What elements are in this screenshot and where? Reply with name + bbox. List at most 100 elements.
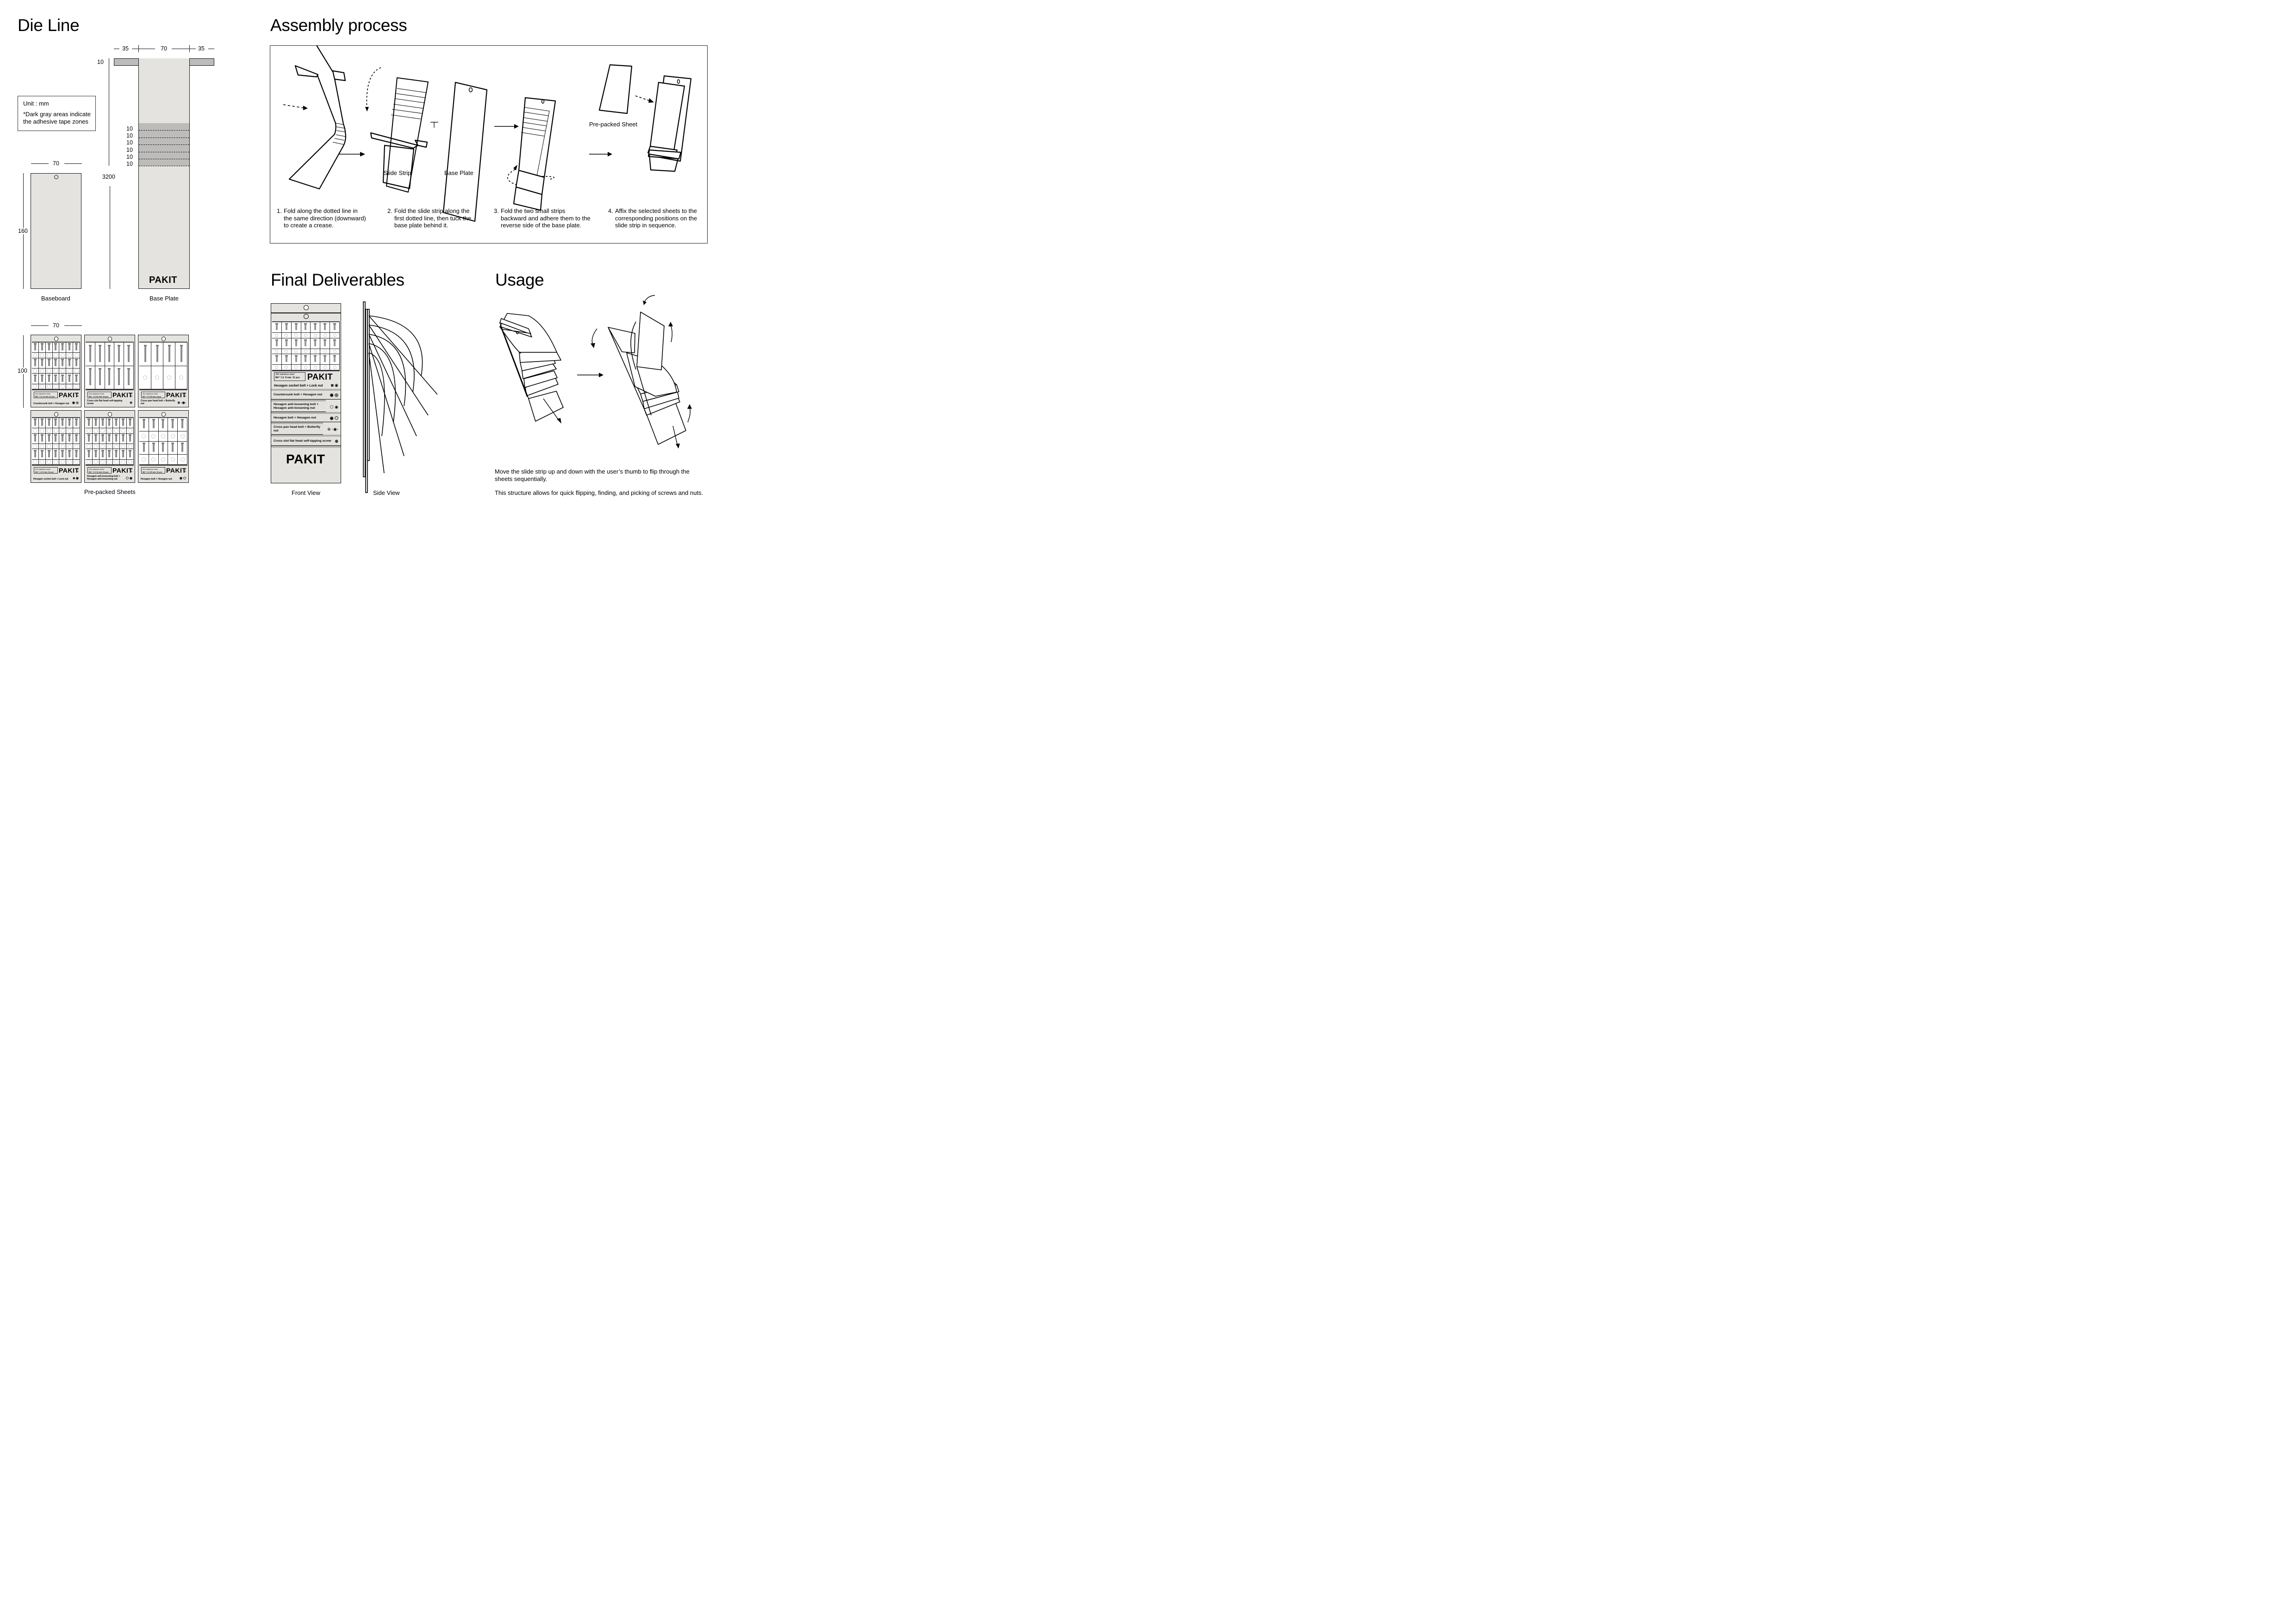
fastener-cell <box>301 322 311 333</box>
nut-icon <box>74 353 79 358</box>
bolt-icon <box>314 339 317 346</box>
tape-zone-dim: 10 <box>126 146 133 153</box>
fastener-cell <box>151 343 163 366</box>
pakit-logo: PAKIT <box>149 275 178 285</box>
fastener-cell <box>178 418 187 431</box>
sheet-tab[interactable]: Cross pan head bolt + Butterfly nut <box>271 422 323 435</box>
step-line: corresponding positions on the <box>615 214 697 222</box>
bolt-icon <box>33 450 37 457</box>
fastener-cell <box>149 431 159 442</box>
step-line: Affix the selected sheets to the <box>615 207 697 214</box>
bolt-icon <box>127 368 131 386</box>
sheet-tab[interactable]: Hexagon bolt + Hexagon nut◉ ⬡ <box>271 412 341 422</box>
fastener-cell <box>66 418 74 429</box>
hang-hole-icon <box>54 337 58 341</box>
fastener-cell <box>149 418 159 431</box>
fastener-cell <box>272 354 282 365</box>
bolt-icon <box>156 344 159 362</box>
fanned-sheet-edge <box>368 334 417 437</box>
nut-icon <box>33 429 37 433</box>
bolt-icon <box>285 339 288 346</box>
spec-length: 25 mm <box>150 471 156 473</box>
nut-icon <box>121 460 125 464</box>
fastener-cell <box>59 374 67 384</box>
fastener-cell <box>73 433 80 444</box>
fastener-cell <box>106 444 113 450</box>
spec-count: 21 pcs <box>102 471 109 473</box>
fastener-cell <box>73 369 80 374</box>
bolt-icon <box>294 355 298 362</box>
usage-title: Usage <box>495 270 544 289</box>
nut-icon <box>53 384 58 389</box>
fastener-cell <box>114 366 124 389</box>
spec-size: M5 * 1.0 <box>35 395 42 398</box>
fastener-cell <box>127 449 134 460</box>
fastener-cell <box>120 418 127 429</box>
certification-icons: ◎♻ <box>131 392 132 397</box>
bolt-icon <box>180 344 183 362</box>
bolt-icon <box>61 418 64 426</box>
fastener-cell <box>320 333 330 338</box>
fastener-cell <box>113 428 120 434</box>
bolt-icon <box>101 450 104 457</box>
fastener-cell <box>311 322 321 333</box>
fastener-cell <box>73 459 80 465</box>
fastener-cell <box>52 369 60 374</box>
nut-icon <box>294 333 298 337</box>
assembled-strip-drawing <box>513 97 556 211</box>
bolt-icon <box>61 358 64 366</box>
nut-icon <box>67 444 72 449</box>
tape-note: *Dark gray areas indicate the adhesive t… <box>23 111 91 125</box>
fastener-cell <box>272 365 282 370</box>
pre-packed-sheet-drawing <box>598 64 633 114</box>
sheet-tab[interactable]: Hexagon anti-loosening bolt + Hexagon an… <box>271 400 326 412</box>
fastener-cell <box>73 444 80 450</box>
fastener-cell <box>330 365 340 370</box>
nut-icon <box>285 366 288 369</box>
nut-icon <box>93 429 98 433</box>
nut-icon <box>67 384 72 389</box>
bolt-icon <box>68 434 71 442</box>
nut-icon <box>313 350 317 353</box>
sheet-name: Cross slot flat head self-tapping screw <box>87 400 123 405</box>
spec-length: 30 mm <box>96 395 102 398</box>
bolt-icon <box>108 368 111 386</box>
bolt-icon <box>162 442 165 452</box>
nut-icon <box>313 366 317 369</box>
nut-icon <box>294 366 298 369</box>
fastener-cell <box>52 384 60 389</box>
spec-material: 304 stainless steel <box>275 373 295 376</box>
nut-icon <box>40 384 44 389</box>
bolt-icon <box>47 418 50 426</box>
fastener-cell <box>168 431 178 442</box>
fastener-cell <box>106 428 113 434</box>
bolt-icon <box>33 418 37 426</box>
fastener-cell <box>59 428 67 434</box>
fastener-icons: ◙ ◉ <box>73 477 79 480</box>
bolt-icon <box>94 450 97 457</box>
bolt-icon <box>115 450 118 457</box>
step-line: slide strip in sequence. <box>615 222 677 229</box>
nut-icon <box>121 429 125 433</box>
nut-icon <box>107 444 112 449</box>
dim-tick <box>189 45 190 52</box>
fastener-cell <box>66 343 74 353</box>
nut-icon <box>151 457 156 462</box>
sheet-tab[interactable]: Cross slot flat head self-tapping screw⊕ <box>271 435 341 446</box>
fastener-cell <box>45 384 53 389</box>
fastener-cell <box>149 441 159 455</box>
bolt-icon <box>87 434 90 442</box>
fastener-cell <box>59 358 67 369</box>
rotate-arrow <box>366 67 381 111</box>
fastener-cell <box>178 441 187 455</box>
fastener-cell <box>106 433 113 444</box>
fastener-cell <box>92 444 100 450</box>
fastener-icons: ◉ ⬡ <box>330 415 338 420</box>
sheet-tab[interactable]: Countersunk bolt + Hexagon nut◉ ◎ <box>271 389 341 400</box>
fastener-cell <box>73 384 80 389</box>
pull-arrow <box>672 425 678 446</box>
